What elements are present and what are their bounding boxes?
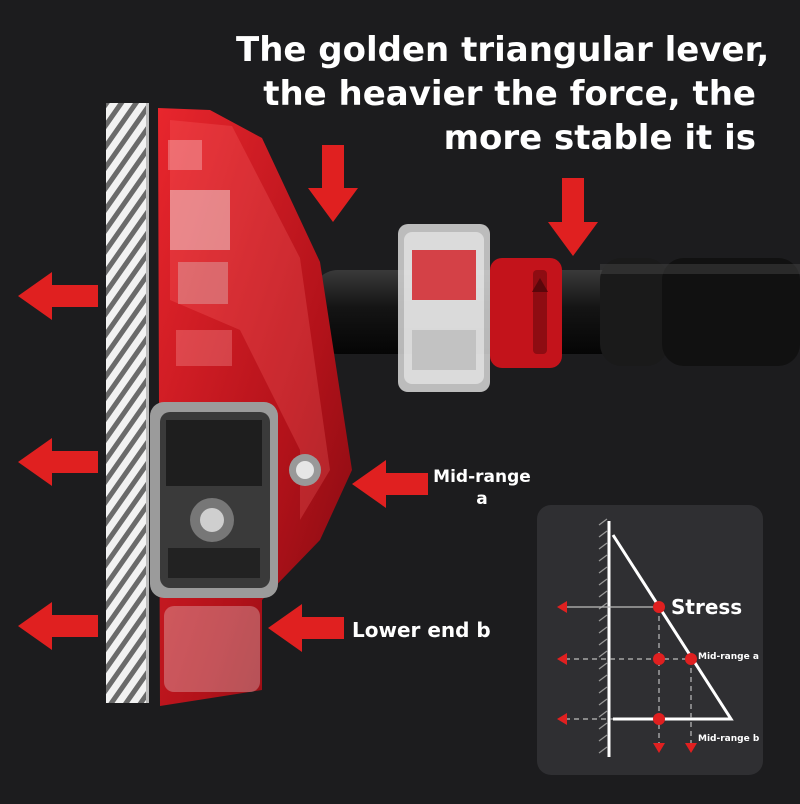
diagram-mid-range-a-label: Mid-range a xyxy=(698,652,759,662)
mid-range-sub-label: a xyxy=(476,489,488,509)
force-triangle xyxy=(611,534,734,721)
mid-range-callout: Mid-range a xyxy=(430,466,534,510)
headline-line-3: more stable it is xyxy=(443,118,756,158)
headline-line-2: the heavier the force, the xyxy=(263,74,756,114)
headline: The golden triangular lever, the heavier… xyxy=(236,28,770,160)
red-collar xyxy=(490,258,562,368)
force-diagram-panel: Stress Mid-range a Mid-range b xyxy=(537,505,763,775)
stress-label: Stress xyxy=(671,595,743,619)
diagram-mid-range-b-label: Mid-range b xyxy=(698,734,760,744)
push-arrows xyxy=(268,460,428,652)
housing-details xyxy=(168,140,232,366)
left-arrows xyxy=(18,272,98,650)
lower-end-callout: Lower end b xyxy=(352,618,491,642)
force-diagram xyxy=(557,518,734,757)
wall xyxy=(106,103,146,703)
mid-range-label: Mid-range xyxy=(433,467,531,487)
headline-line-1: The golden triangular lever, xyxy=(236,30,770,70)
down-arrows xyxy=(308,145,598,256)
